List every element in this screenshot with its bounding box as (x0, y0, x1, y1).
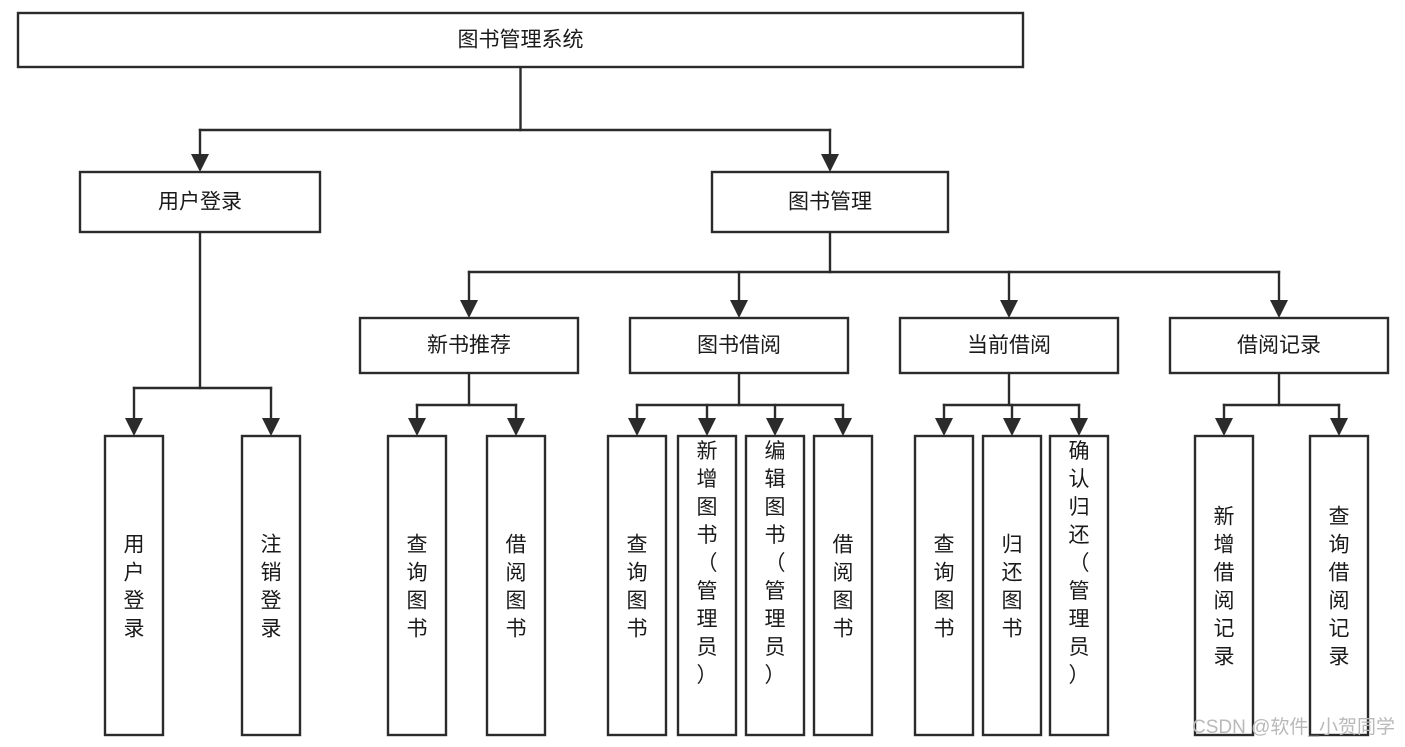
node-label-leaf-logout: 注销登录 (261, 534, 282, 641)
arrow-head (507, 418, 525, 436)
node-label-leaf-query-book-borrow: 查询图书 (627, 534, 648, 641)
node-book-borrow[interactable]: 图书借阅 (628, 316, 850, 375)
node-label-book-borrow: 图书借阅 (697, 334, 781, 357)
arrow-head (1003, 418, 1021, 436)
connector-layer (125, 65, 1348, 436)
node-box-leaf-user-login (103, 434, 165, 737)
connector-group-current-borrow (935, 371, 1088, 436)
arrow-head (262, 418, 280, 436)
node-leaf-query-borrow-record[interactable]: 查询借阅记录 (1308, 434, 1370, 737)
node-box-leaf-edit-book-admin (744, 434, 806, 737)
arrow-head (628, 418, 646, 436)
node-label-leaf-query-book-current: 查询图书 (934, 534, 955, 641)
node-label-root: 图书管理系统 (458, 29, 584, 52)
node-book-management[interactable]: 图书管理 (710, 170, 950, 234)
node-root[interactable]: 图书管理系统 (16, 11, 1025, 69)
node-leaf-query-book-borrow[interactable]: 查询图书 (606, 434, 668, 737)
node-current-borrow[interactable]: 当前借阅 (898, 316, 1120, 375)
node-box-leaf-query-book-rec (386, 434, 448, 737)
arrow-head (698, 418, 716, 436)
node-label-leaf-add-borrow-record: 新增借阅记录 (1214, 506, 1235, 669)
node-box-leaf-add-borrow-record (1193, 434, 1255, 737)
arrow-head (935, 418, 953, 436)
node-box-leaf-query-book-current (913, 434, 975, 737)
connector-group-book-management (460, 230, 1288, 318)
node-label-leaf-return-book: 归还图书 (1002, 534, 1023, 641)
node-box-new-book-recommend (358, 316, 580, 375)
node-leaf-user-login[interactable]: 用户登录 (103, 434, 165, 737)
arrow-head (834, 418, 852, 436)
arrow-head (821, 154, 839, 172)
node-box-root (16, 11, 1025, 69)
node-box-borrow-record (1168, 316, 1390, 375)
node-label-leaf-user-login: 用户登录 (124, 534, 145, 641)
connector-group-book-borrow (628, 371, 852, 436)
node-leaf-logout[interactable]: 注销登录 (240, 434, 302, 737)
arrow-head (766, 418, 784, 436)
node-label-leaf-query-book-rec: 查询图书 (407, 534, 428, 641)
node-box-book-borrow (628, 316, 850, 375)
node-box-current-borrow (898, 316, 1120, 375)
arrow-head (408, 418, 426, 436)
node-label-leaf-borrow-book-rec: 借阅图书 (506, 534, 527, 641)
node-label-current-borrow: 当前借阅 (967, 334, 1051, 357)
node-leaf-query-book-current[interactable]: 查询图书 (913, 434, 975, 737)
node-label-leaf-confirm-return-admin: 确认归还（管理员） (1069, 440, 1090, 687)
node-layer: 图书管理系统用户登录图书管理新书推荐图书借阅当前借阅借阅记录用户登录注销登录查询… (16, 11, 1390, 737)
node-label-book-management: 图书管理 (788, 191, 872, 214)
arrow-head (1000, 300, 1018, 318)
node-box-leaf-borrow-book-rec (485, 434, 547, 737)
node-leaf-borrow-book-rec[interactable]: 借阅图书 (485, 434, 547, 737)
node-borrow-record[interactable]: 借阅记录 (1168, 316, 1390, 375)
connector-group-borrow-record (1215, 371, 1348, 436)
arrow-head (191, 154, 209, 172)
node-leaf-return-book[interactable]: 归还图书 (981, 434, 1043, 737)
node-user-login[interactable]: 用户登录 (78, 170, 322, 234)
connector-group-new-book-recommend (408, 371, 525, 436)
node-leaf-add-borrow-record[interactable]: 新增借阅记录 (1193, 434, 1255, 737)
node-box-book-management (710, 170, 950, 234)
arrow-head (1270, 300, 1288, 318)
node-box-leaf-confirm-return-admin (1048, 434, 1110, 737)
arrow-head (1330, 418, 1348, 436)
node-box-leaf-borrow-book (812, 434, 874, 737)
node-label-new-book-recommend: 新书推荐 (427, 334, 511, 357)
node-box-leaf-query-book-borrow (606, 434, 668, 737)
node-box-leaf-query-borrow-record (1308, 434, 1370, 737)
node-box-leaf-logout (240, 434, 302, 737)
node-label-borrow-record: 借阅记录 (1237, 334, 1321, 357)
csdn-watermark: CSDN @软件_小贺同学 (1192, 716, 1395, 738)
node-label-leaf-add-book-admin: 新增图书（管理员） (697, 440, 718, 687)
connector-group-user-login (125, 230, 280, 436)
node-box-leaf-return-book (981, 434, 1043, 737)
node-label-leaf-edit-book-admin: 编辑图书（管理员） (765, 440, 786, 687)
node-label-user-login: 用户登录 (158, 191, 242, 214)
node-leaf-edit-book-admin[interactable]: 编辑图书（管理员） (744, 434, 806, 737)
arrow-head (125, 418, 143, 436)
connector-group-root (191, 65, 839, 172)
arrow-head (730, 300, 748, 318)
node-label-leaf-borrow-book: 借阅图书 (833, 534, 854, 641)
node-leaf-borrow-book[interactable]: 借阅图书 (812, 434, 874, 737)
node-label-leaf-query-borrow-record: 查询借阅记录 (1329, 506, 1350, 669)
node-leaf-query-book-rec[interactable]: 查询图书 (386, 434, 448, 737)
arrow-head (1215, 418, 1233, 436)
node-new-book-recommend[interactable]: 新书推荐 (358, 316, 580, 375)
node-leaf-confirm-return-admin[interactable]: 确认归还（管理员） (1048, 434, 1110, 737)
arrow-head (460, 300, 478, 318)
node-leaf-add-book-admin[interactable]: 新增图书（管理员） (676, 434, 738, 737)
arrow-head (1070, 418, 1088, 436)
node-box-user-login (78, 170, 322, 234)
node-box-leaf-add-book-admin (676, 434, 738, 737)
